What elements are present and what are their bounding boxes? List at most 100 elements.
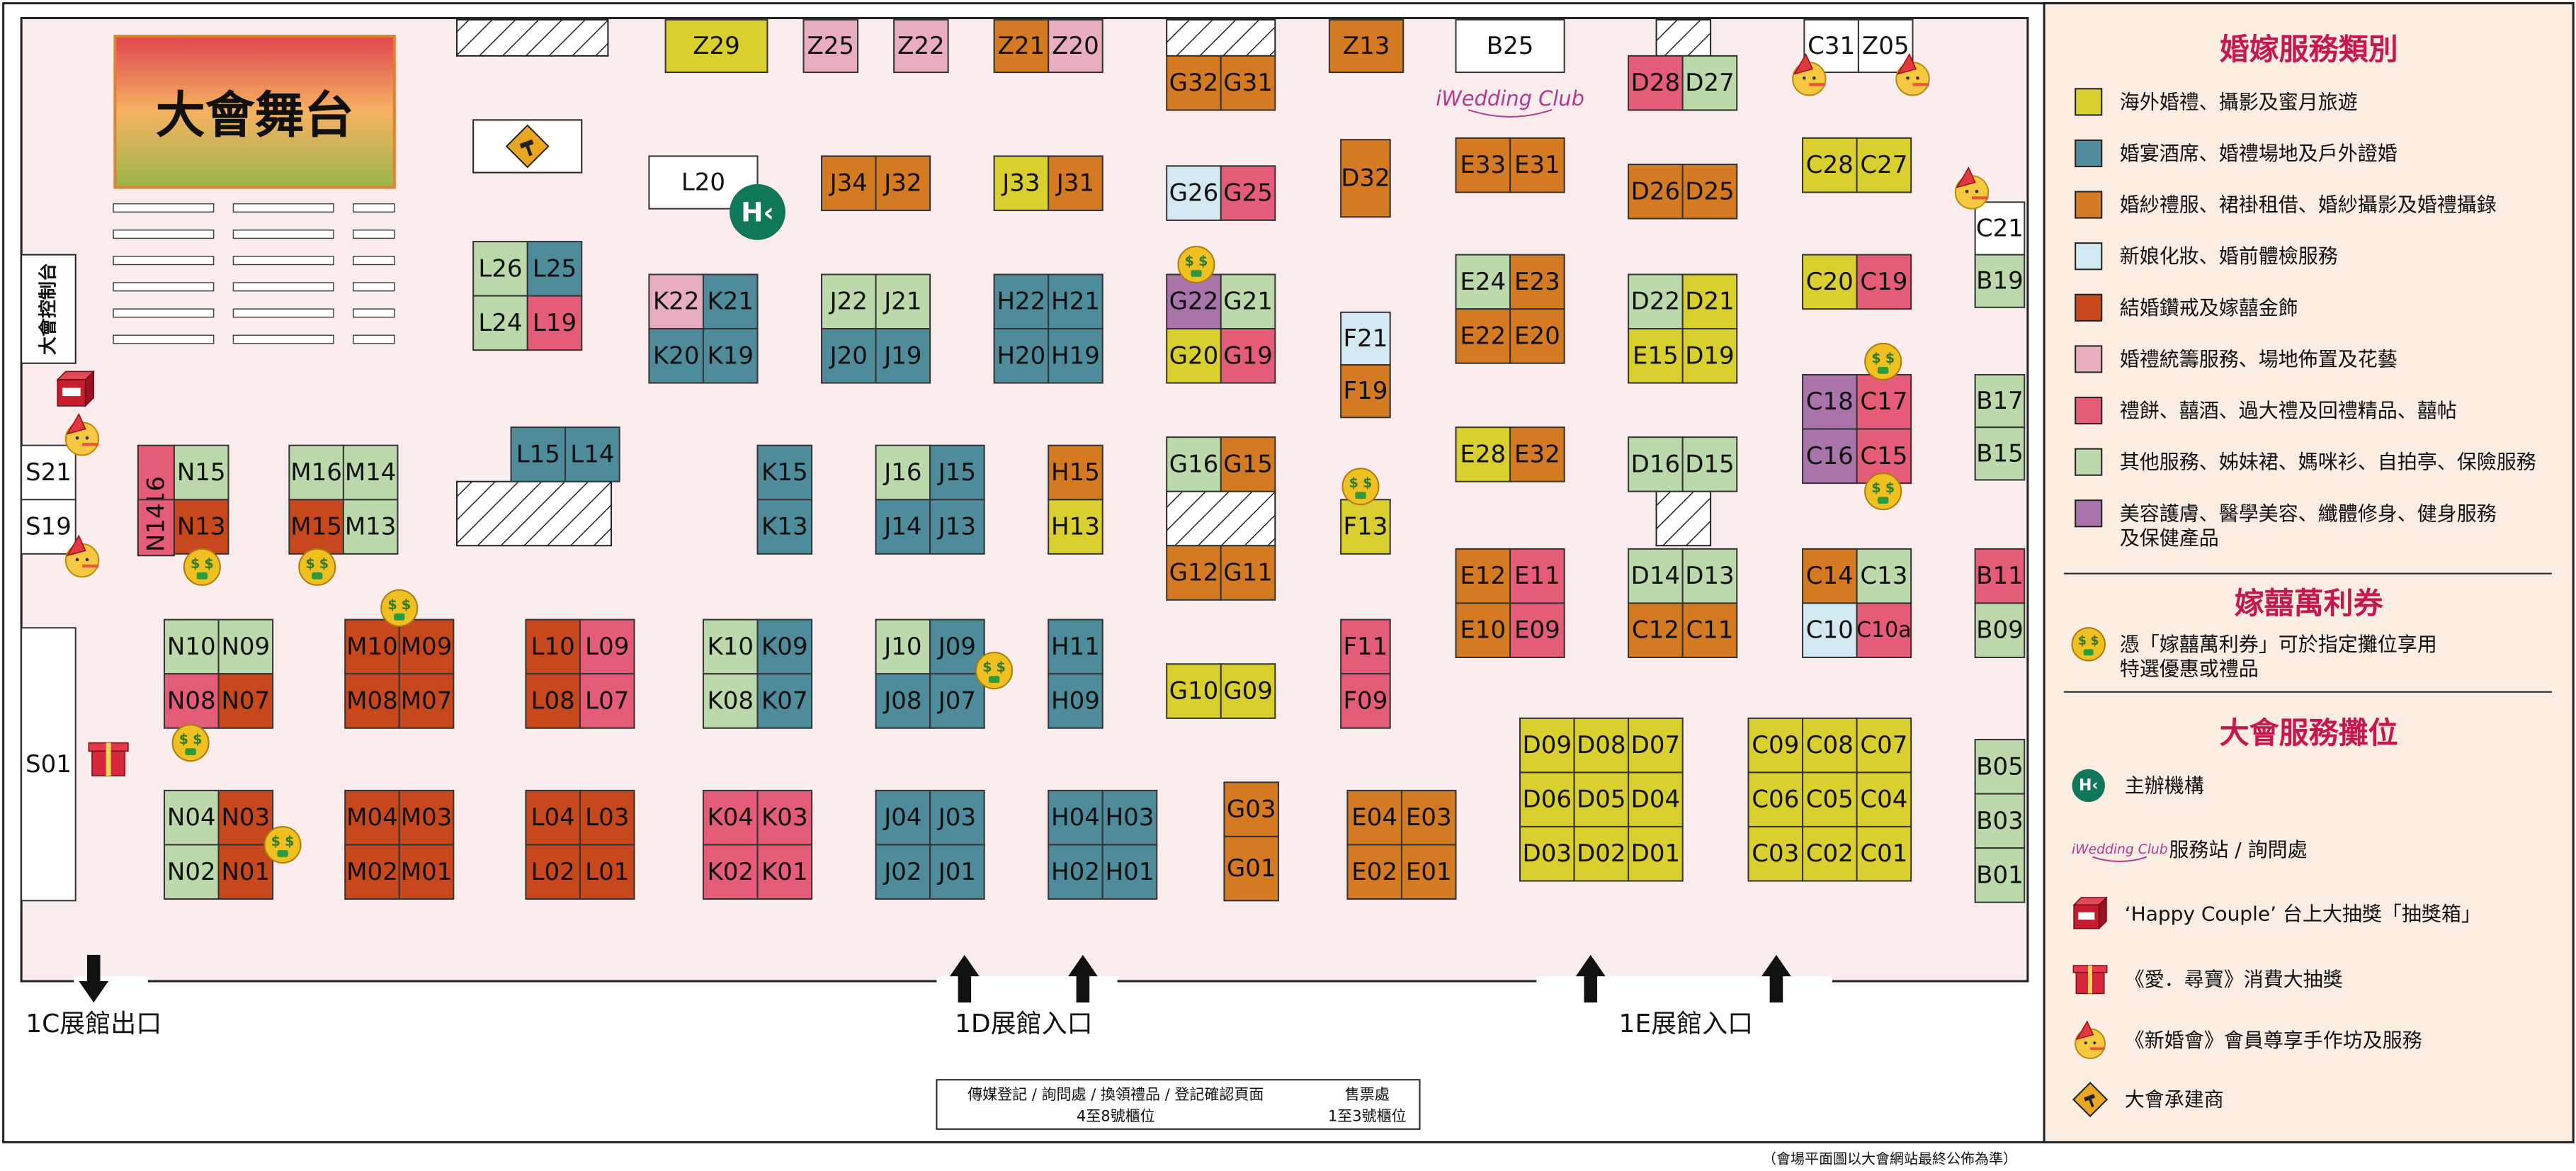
booth-box[interactable]	[1509, 254, 1565, 310]
booth-box[interactable]	[1048, 673, 1103, 729]
booth-box[interactable]	[1101, 789, 1158, 846]
booth-s19[interactable]: S19	[21, 499, 76, 555]
booth-box[interactable]	[893, 18, 949, 74]
booth-c17[interactable]: C17	[1856, 373, 1912, 430]
booth-n04[interactable]: N04	[164, 789, 220, 846]
booth-l14[interactable]: L14	[564, 426, 620, 482]
booth-d04[interactable]: D04	[1628, 771, 1684, 827]
booth-box[interactable]	[1747, 825, 1804, 882]
booth-box[interactable]	[1573, 717, 1630, 774]
booth-g31[interactable]: G31	[1220, 55, 1276, 111]
booth-box[interactable]	[579, 789, 635, 846]
booth-box[interactable]	[875, 844, 931, 900]
booth-d05[interactable]: D05	[1573, 771, 1630, 827]
booth-d01[interactable]: D01	[1628, 825, 1684, 882]
booth-e31[interactable]: E31	[1509, 137, 1565, 193]
booth-box[interactable]	[1220, 436, 1276, 492]
booth-n03[interactable]: N03	[217, 789, 274, 846]
booth-box[interactable]	[1856, 373, 1912, 430]
booth-b19[interactable]: B19	[1974, 254, 2026, 308]
booth-b17[interactable]: B17	[1974, 373, 2026, 429]
booth-m09[interactable]: M09	[398, 618, 455, 675]
booth-n13[interactable]: N13	[173, 499, 229, 555]
booth-d14[interactable]: D14	[1628, 548, 1684, 604]
booth-box[interactable]	[929, 618, 985, 675]
booth-box[interactable]	[1519, 771, 1575, 827]
booth-box[interactable]	[664, 18, 768, 74]
booth-box[interactable]	[217, 789, 274, 846]
booth-box[interactable]	[702, 789, 759, 846]
booth-k07[interactable]: K07	[756, 673, 813, 729]
booth-g12[interactable]: G12	[1166, 545, 1222, 601]
booth-box[interactable]	[1747, 717, 1804, 774]
booth-c13[interactable]: C13	[1856, 548, 1912, 604]
booth-z29[interactable]: Z29	[664, 18, 768, 74]
booth-m01[interactable]: M01	[398, 844, 455, 900]
booth-box[interactable]	[929, 673, 985, 729]
booth-j32[interactable]: J32	[875, 155, 931, 211]
booth-s01[interactable]: S01	[21, 627, 76, 902]
booth-box[interactable]	[1220, 663, 1276, 719]
booth-k21[interactable]: K21	[702, 273, 759, 329]
booth-b15[interactable]: B15	[1974, 426, 2026, 481]
booth-j14[interactable]: J14	[875, 499, 931, 555]
booth-box[interactable]	[21, 499, 76, 555]
booth-box[interactable]	[1681, 55, 1738, 111]
booth-box[interactable]	[1048, 155, 1103, 211]
booth-h19[interactable]: H19	[1048, 328, 1103, 384]
booth-g16[interactable]: G16	[1166, 436, 1222, 492]
booth-e22[interactable]: E22	[1455, 308, 1511, 364]
booth-h09[interactable]: H09	[1048, 673, 1103, 729]
booth-d28[interactable]: D28	[1628, 55, 1684, 111]
booth-e02[interactable]: E02	[1346, 844, 1402, 900]
booth-box[interactable]	[1166, 273, 1222, 329]
booth-j19[interactable]: J19	[875, 328, 931, 384]
booth-g10[interactable]: G10	[1166, 663, 1222, 719]
booth-b05[interactable]: B05	[1974, 739, 2026, 795]
booth-box[interactable]	[525, 618, 581, 675]
booth-d13[interactable]: D13	[1681, 548, 1738, 604]
booth-m10[interactable]: M10	[344, 618, 400, 675]
booth-box[interactable]	[1974, 548, 2026, 604]
booth-box[interactable]	[1802, 602, 1858, 658]
booth-h22[interactable]: H22	[993, 273, 1050, 329]
booth-z05[interactable]: Z05	[1857, 18, 1914, 74]
booth-f11[interactable]: F11	[1340, 618, 1391, 675]
booth-e24[interactable]: E24	[1455, 254, 1511, 310]
booth-box[interactable]	[344, 844, 400, 900]
booth-box[interactable]	[217, 673, 274, 729]
booth-j15[interactable]: J15	[929, 444, 985, 501]
booth-box[interactable]	[756, 499, 813, 555]
booth-b09[interactable]: B09	[1974, 602, 2026, 658]
booth-box[interactable]	[648, 328, 704, 384]
booth-d09[interactable]: D09	[1519, 717, 1575, 774]
booth-c20[interactable]: C20	[1802, 254, 1858, 310]
booth-s21[interactable]: S21	[21, 444, 76, 501]
booth-j10[interactable]: J10	[875, 618, 931, 675]
booth-l08[interactable]: L08	[525, 673, 581, 729]
booth-l03[interactable]: L03	[579, 789, 635, 846]
booth-g09[interactable]: G09	[1220, 663, 1276, 719]
booth-n08[interactable]: N08	[164, 673, 220, 729]
booth-l25[interactable]: L25	[526, 241, 583, 297]
booth-box[interactable]	[579, 618, 635, 675]
booth-box[interactable]	[756, 444, 813, 501]
booth-box[interactable]	[1166, 55, 1222, 111]
booth-m08[interactable]: M08	[344, 673, 400, 729]
booth-g22[interactable]: G22	[1166, 273, 1222, 329]
booth-box[interactable]	[1166, 328, 1222, 384]
booth-box[interactable]	[1340, 364, 1391, 419]
booth-k15[interactable]: K15	[756, 444, 813, 501]
booth-box[interactable]	[1802, 137, 1858, 193]
booth-c10[interactable]: C10	[1802, 602, 1858, 658]
booth-box[interactable]	[1974, 426, 2026, 481]
booth-l01[interactable]: L01	[579, 844, 635, 900]
booth-c09[interactable]: C09	[1747, 717, 1804, 774]
booth-d03[interactable]: D03	[1519, 825, 1575, 882]
booth-box[interactable]	[288, 444, 344, 501]
booth-box[interactable]	[1856, 825, 1912, 882]
booth-box[interactable]	[1802, 254, 1858, 310]
booth-k01[interactable]: K01	[756, 844, 813, 900]
booth-n09[interactable]: N09	[217, 618, 274, 675]
booth-box[interactable]	[1455, 18, 1565, 74]
